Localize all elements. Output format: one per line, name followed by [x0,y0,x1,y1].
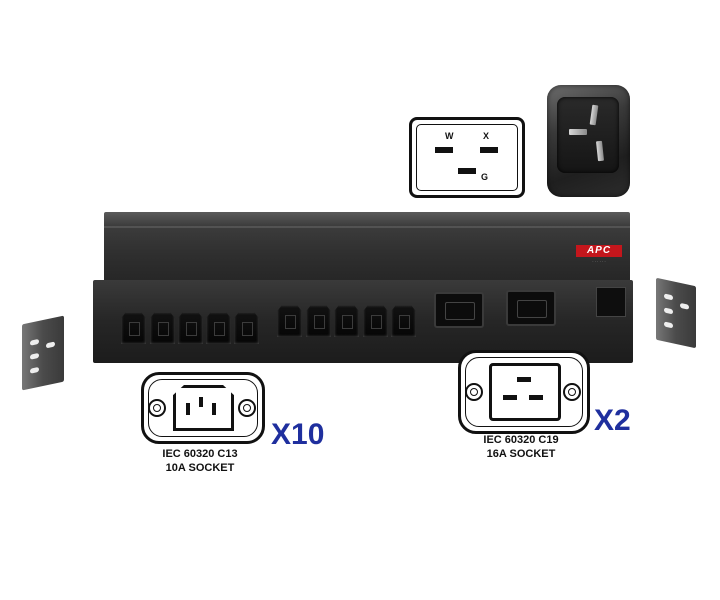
c19-socket-diagram [458,350,590,434]
c19-slot-icon [529,395,543,400]
c19-slot-icon [503,395,517,400]
pin-g-icon [458,168,476,174]
c13-slot-icon [212,403,216,415]
bracket-hole [680,302,689,310]
c13-quantity: X10 [271,418,325,451]
c13-outlet-icon [277,305,302,337]
pin-label-x: X [483,131,490,141]
c13-caption-line1: IEC 60320 C13 [162,448,238,460]
c20-inlet-plug-icon [547,85,630,197]
pdu-top-housing: APC · · · · · · [104,212,630,282]
c13-outlet-icon [363,305,388,337]
c13-face-icon [173,385,234,431]
inlet-pin-icon [595,140,605,162]
pin-label-g: G [481,172,489,182]
screw-icon [465,383,483,401]
bracket-hole [664,307,673,315]
bracket-hole [30,352,39,360]
pin-label-w: W [445,131,454,141]
screw-icon [238,399,256,417]
inlet-pin-icon [589,104,599,126]
bracket-hole [30,366,39,374]
c13-caption-line2: 10A SOCKET [165,462,235,474]
bracket-hole [46,341,55,349]
c19-face-icon [489,363,561,421]
c13-slot-icon [186,403,190,415]
c13-outlet-icon [206,312,231,344]
c13-outlet-icon [234,312,259,344]
pin-x-icon [480,147,498,153]
left-mounting-bracket-icon [22,315,64,391]
c13-outlet-icon [334,305,359,337]
bracket-hole [664,293,673,301]
right-mounting-bracket-icon [656,277,696,349]
pin-w-icon [435,147,453,153]
c13-outlet-icon [121,312,146,344]
inlet-recess [557,97,619,173]
inlet-pin-icon [569,129,587,135]
c13-outlet-icon [150,312,175,344]
bracket-hole [664,321,673,329]
c19-outlet-icon [434,292,484,328]
c19-caption-line1: IEC 60320 C19 [483,434,559,446]
c13-outlet-icon [391,305,416,337]
screw-icon [563,383,581,401]
c13-caption: IEC 60320 C13 10A SOCKET [140,447,260,475]
c13-outlet-icon [306,305,331,337]
c19-caption-line2: 16A SOCKET [486,448,556,460]
screw-icon [148,399,166,417]
c19-quantity: X2 [594,404,631,437]
pdu-front-panel [93,280,633,363]
logo-subtext: · · · · · · [592,259,606,264]
c20-plug-pin-diagram: W X G [409,117,525,198]
c19-slot-icon [517,377,531,382]
c19-outlet-icon [506,290,556,326]
c13-slot-icon [199,397,203,407]
c13-outlet-icon [178,312,203,344]
power-inlet-icon [596,287,626,317]
c19-caption: IEC 60320 C19 16A SOCKET [456,433,586,461]
bracket-hole [30,338,39,346]
apc-logo: APC [576,245,622,257]
housing-ridge [104,226,630,228]
c13-socket-diagram [141,372,265,444]
